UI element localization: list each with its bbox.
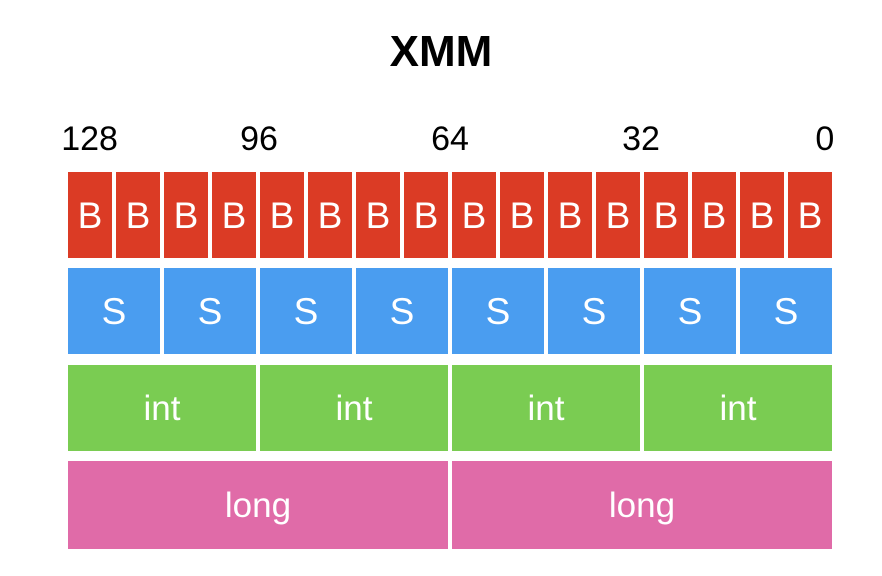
byte-cell: B — [116, 172, 160, 258]
short-cell: S — [164, 268, 256, 354]
page-title: XMM — [389, 27, 493, 76]
byte-cell: B — [452, 172, 496, 258]
byte-cell: B — [548, 172, 592, 258]
byte-cell: B — [308, 172, 352, 258]
byte-cell: B — [164, 172, 208, 258]
short-cell: S — [68, 268, 160, 354]
byte-cell: B — [596, 172, 640, 258]
byte-cell: B — [644, 172, 688, 258]
short-cell: S — [452, 268, 544, 354]
byte-cell: B — [692, 172, 736, 258]
short-cell: S — [644, 268, 736, 354]
long-cell: long — [452, 461, 832, 549]
byte-cell: B — [500, 172, 544, 258]
short-cell: S — [548, 268, 640, 354]
byte-cell: B — [740, 172, 784, 258]
short-cell: S — [740, 268, 832, 354]
byte-cell: B — [788, 172, 832, 258]
byte-cell: B — [356, 172, 400, 258]
byte-cell: B — [404, 172, 448, 258]
short-cell: S — [356, 268, 448, 354]
byte-cell: B — [68, 172, 112, 258]
bit-label-32: 32 — [622, 120, 660, 158]
int-cell: int — [644, 365, 832, 451]
bit-label-128: 128 — [61, 120, 118, 158]
int-cell: int — [68, 365, 256, 451]
long-cell: long — [68, 461, 448, 549]
bit-label-0: 0 — [815, 120, 835, 158]
byte-cell: B — [212, 172, 256, 258]
bit-ruler: 128 96 64 32 0 — [61, 118, 835, 160]
short-cell: S — [260, 268, 352, 354]
bit-label-64: 64 — [431, 120, 469, 158]
int-cell: int — [452, 365, 640, 451]
byte-cell: B — [260, 172, 304, 258]
bit-label-96: 96 — [240, 120, 278, 158]
int-cell: int — [260, 365, 448, 451]
